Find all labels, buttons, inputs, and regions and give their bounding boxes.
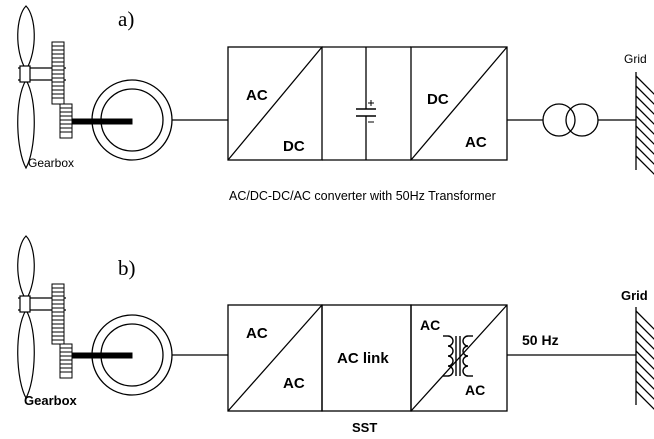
panel-b-ac-ac-converter-box — [227, 304, 323, 412]
panel-b-sst-converter-box — [410, 304, 508, 412]
panel-b-box2-top: AC — [420, 317, 440, 333]
panel-b-hf-transformer-icon — [443, 335, 473, 377]
panel-a-grid-label: Grid — [624, 52, 647, 66]
panel-a-grid-ground-icon — [635, 72, 654, 175]
panel-b-letter: b) — [118, 256, 136, 280]
panel-b-caption: SST — [352, 420, 377, 435]
panel-b-grid-label: Grid — [621, 288, 648, 303]
panel-a-dc-link-capacitor-icon — [356, 100, 376, 123]
panel-a: a) Gearbox — [17, 5, 654, 203]
panel-a-transformer-icon — [542, 103, 599, 137]
panel-b-ac-link-label: AC link — [337, 350, 389, 367]
panel-b-frequency-label: 50 Hz — [522, 332, 559, 348]
panel-a-gearbox-icon — [51, 41, 133, 139]
panel-a-turbine-blades-icon — [17, 5, 66, 170]
panel-b-box1-top: AC — [246, 325, 268, 342]
panel-b-gearbox-label: Gearbox — [24, 393, 78, 408]
panel-a-box2-top: DC — [427, 91, 449, 108]
panel-a-letter: a) — [118, 7, 134, 31]
panel-b: b) Gearbox AC AC — [17, 235, 654, 435]
panel-b-box2-bottom: AC — [465, 382, 485, 398]
panel-a-box2-bottom: AC — [465, 134, 487, 151]
panel-a-caption: AC/DC-DC/AC converter with 50Hz Transfor… — [229, 189, 496, 203]
panel-b-box1-bottom: AC — [283, 375, 305, 392]
panel-b-grid-ground-icon — [635, 307, 654, 410]
panel-b-gearbox-icon — [51, 283, 133, 379]
panel-a-box1-bottom: DC — [283, 138, 305, 155]
panel-a-gearbox-label: Gearbox — [28, 156, 74, 170]
panel-a-box1-top: AC — [246, 87, 268, 104]
panel-a-wires — [172, 46, 636, 161]
panel-a-dc-ac-converter-box — [410, 46, 508, 161]
panel-a-ac-dc-converter-box — [227, 46, 323, 161]
